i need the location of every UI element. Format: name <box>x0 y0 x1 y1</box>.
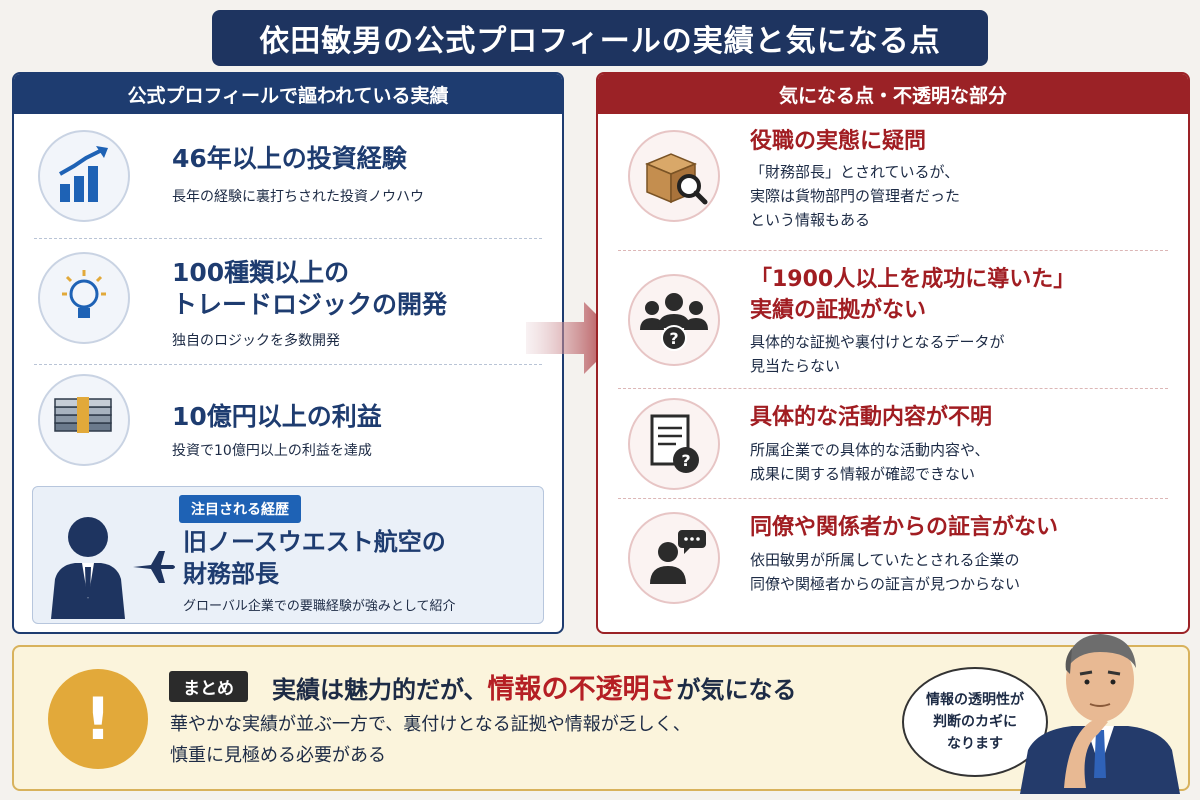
svg-text:?: ? <box>669 329 678 348</box>
career-desc: グローバル企業での要職経験が強みとして紹介 <box>183 599 456 614</box>
concerns-panel: 気になる点・不透明な部分 役職の実態に疑問 「財務部長」とされているが、 実際は… <box>596 72 1190 634</box>
career-badge: 注目される経歴 <box>179 495 301 523</box>
airplane-icon <box>133 551 175 583</box>
success-claim-desc-2: 見当たらない <box>750 357 841 375</box>
svg-text:?: ? <box>681 451 690 470</box>
trade-logic-title-2: トレードロジックの開発 <box>172 290 448 319</box>
summary-heading-pre: 実績は魅力的だが、 <box>272 676 488 704</box>
no-testimony-title: 同僚や関係者からの証言がない <box>750 515 1059 540</box>
experience-title: 46年以上の投資経験 <box>172 144 407 173</box>
divider <box>618 388 1168 389</box>
success-claim-desc-1: 具体的な証拠や裏付けとなるデータが <box>750 333 1005 351</box>
no-testimony-desc-2: 同僚や関極者からの証言が見つからない <box>750 575 1021 593</box>
summary-box: ! まとめ 実績は魅力的だが、情報の不透明さが気になる 華やかな実績が並ぶ一方で… <box>12 645 1190 791</box>
concerns-heading: 気になる点・不透明な部分 <box>598 74 1188 114</box>
page-title: 依田敏男の公式プロフィールの実績と気になる点 <box>212 10 988 66</box>
rising-bar-chart-icon <box>38 130 130 222</box>
person-speech-icon <box>628 512 720 604</box>
trade-logic-title-1: 100種類以上の <box>172 258 350 287</box>
divider <box>34 364 542 365</box>
exclamation-icon: ! <box>48 669 148 769</box>
bubble-line-3: なります <box>947 736 1003 752</box>
summary-heading-highlight: 情報の不透明さ <box>487 674 677 705</box>
career-title-1: 旧ノースウエスト航空の <box>183 528 446 556</box>
success-claim-title-1: 「1900人以上を成功に導いた」 <box>750 267 1076 292</box>
trade-logic-desc: 独自のロジックを多数開発 <box>172 333 340 349</box>
summary-badge: まとめ <box>169 671 248 702</box>
position-doubt-desc-1: 「財務部長」とされているが、 <box>750 163 960 181</box>
group-question-icon: ? <box>628 274 720 366</box>
activity-unknown-title: 具体的な活動内容が不明 <box>750 405 993 430</box>
summary-heading-post: が気になる <box>676 676 797 704</box>
official-profile-heading: 公式プロフィールで謳われている実績 <box>14 74 562 114</box>
divider <box>618 250 1168 251</box>
businessman-icon <box>51 517 125 619</box>
position-doubt-title: 役職の実態に疑問 <box>750 129 927 154</box>
activity-unknown-desc-1: 所属企業での具体的な活動内容や、 <box>750 441 990 459</box>
thinking-man-illustration <box>1020 634 1180 794</box>
summary-heading: 実績は魅力的だが、情報の不透明さが気になる <box>272 667 797 706</box>
bubble-line-1: 情報の透明性が <box>926 692 1024 708</box>
document-question-icon: ? <box>628 398 720 490</box>
divider <box>618 498 1168 499</box>
activity-unknown-desc-2: 成果に関する情報が確認できない <box>750 465 976 483</box>
profit-desc: 投資で10億円以上の利益を達成 <box>172 443 372 459</box>
summary-text-line-1: 華やかな実績が並ぶ一方で、裏付けとなる証拠や情報が乏しく、 <box>170 714 691 735</box>
divider <box>34 238 542 239</box>
package-magnifier-icon <box>628 130 720 222</box>
success-claim-title-2: 実績の証拠がない <box>750 298 927 323</box>
money-stack-icon <box>38 374 130 466</box>
career-box: 注目される経歴 旧ノースウエスト航空の 財務部長 グローバル企業での要職経験が強… <box>32 486 544 624</box>
summary-text-line-2: 慎重に見極める必要がある <box>170 745 386 766</box>
no-testimony-desc-1: 依田敏男が所属していたとされる企業の <box>750 551 1020 569</box>
position-doubt-desc-2: 実際は貨物部門の管理者だった <box>750 187 961 205</box>
summary-text: 華やかな実績が並ぶ一方で、裏付けとなる証拠や情報が乏しく、 慎重に見極める必要が… <box>170 709 691 771</box>
position-doubt-desc-3: という情報もある <box>750 211 871 229</box>
experience-desc: 長年の経験に裏打ちされた投資ノウハウ <box>172 189 424 205</box>
bubble-line-2: 判断のカギに <box>933 714 1017 730</box>
lightbulb-icon <box>38 252 130 344</box>
career-title-2: 財務部長 <box>183 560 279 588</box>
official-profile-panel: 公式プロフィールで謳われている実績 46年以上の投資経験 長年の経験に裏打ちされ… <box>12 72 564 634</box>
profit-title: 10億円以上の利益 <box>172 402 382 431</box>
speech-bubble: 情報の透明性が 判断のカギに なります <box>902 667 1048 777</box>
